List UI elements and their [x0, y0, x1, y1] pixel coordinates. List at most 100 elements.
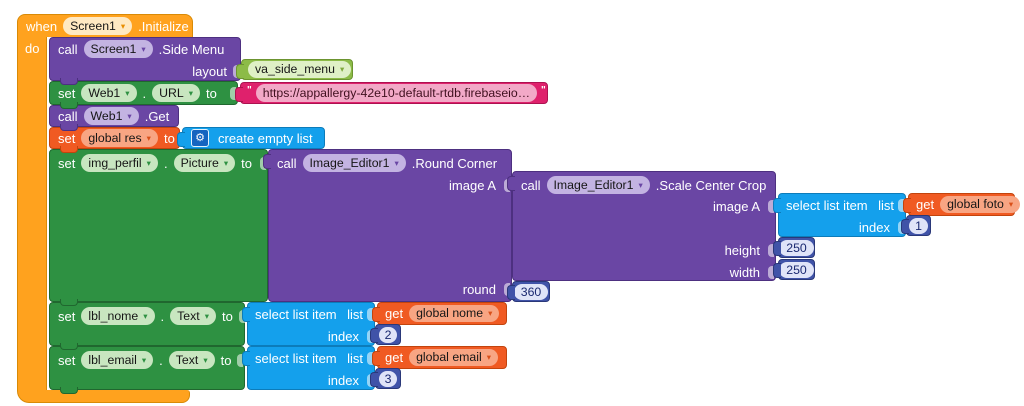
- to-keyword: to: [163, 130, 175, 146]
- global-email-dropdown[interactable]: global email ▾: [409, 348, 498, 367]
- picture-property-dropdown[interactable]: Picture ▾: [173, 154, 236, 172]
- url-text-block[interactable]: " https://appallergy-42e10-default-rtdb.…: [235, 82, 548, 104]
- dropdown-arrow-icon: ▾: [141, 43, 146, 54]
- block-plug: [370, 372, 378, 387]
- url-property-dropdown[interactable]: URL ▾: [152, 84, 201, 102]
- to-keyword: to: [220, 352, 232, 368]
- dropdown-arrow-icon: ▾: [141, 354, 147, 365]
- web1-dropdown[interactable]: Web1 ▾: [81, 84, 137, 102]
- select-list-item-nome-block[interactable]: select list item list index: [242, 302, 375, 346]
- number-360-block[interactable]: 360: [507, 281, 550, 302]
- set-web-url-block[interactable]: set Web1 ▾ . URL ▾ to: [49, 81, 238, 109]
- list-param-label: list: [878, 197, 894, 213]
- number-2-field[interactable]: 2: [378, 326, 398, 343]
- number-360-field[interactable]: 360: [513, 283, 549, 300]
- call-side-menu-block[interactable]: call Screen1 ▾ .Side Menu layout: [49, 37, 241, 85]
- select-list-item-foto-block[interactable]: select list item list index: [773, 193, 906, 237]
- global-foto-dropdown[interactable]: global foto ▾: [940, 195, 1021, 214]
- image-editor1-dropdown[interactable]: Image_Editor1 ▾: [302, 154, 406, 172]
- initialize-event-label: .Initialize: [138, 18, 189, 34]
- select-list-item-label: select list item: [786, 197, 868, 213]
- image-editor1-label: Image_Editor1: [309, 155, 390, 170]
- to-keyword: to: [222, 308, 233, 324]
- dropdown-arrow-icon: ▾: [486, 352, 491, 363]
- url-text-field[interactable]: https://appallergy-42e10-default-rtdb.fi…: [255, 84, 538, 102]
- create-empty-list-block[interactable]: ⚙ create empty list: [177, 127, 325, 149]
- call-keyword: call: [277, 155, 297, 171]
- number-250-height-field[interactable]: 250: [779, 239, 814, 256]
- block-plug: [903, 198, 911, 213]
- height-socket: [768, 244, 774, 257]
- dot-separator: .: [163, 155, 168, 171]
- get-global-foto-block[interactable]: get global foto ▾: [903, 193, 1021, 216]
- number-3-field[interactable]: 3: [378, 370, 398, 387]
- value-socket: [230, 86, 236, 100]
- value-socket: [237, 353, 244, 367]
- screen1-dropdown[interactable]: Screen1 ▾: [63, 17, 133, 35]
- mutator-gear-icon[interactable]: ⚙: [191, 129, 209, 147]
- global-foto-label: global foto: [947, 197, 1004, 212]
- lbl-nome-dropdown[interactable]: lbl_nome ▾: [81, 307, 155, 325]
- dot-separator: .: [160, 308, 165, 324]
- block-plug: [177, 132, 185, 147]
- text-property-dropdown[interactable]: Text ▾: [168, 351, 215, 369]
- when-block-spine[interactable]: do: [17, 37, 47, 390]
- call-scale-center-crop-block[interactable]: call Image_Editor1 ▾ .Scale Center Crop …: [507, 171, 776, 281]
- global-res-label: global res: [88, 130, 142, 145]
- dropdown-arrow-icon: ▾: [204, 310, 209, 321]
- number-3-block[interactable]: 3: [370, 368, 401, 389]
- global-res-dropdown[interactable]: global res ▾: [81, 129, 158, 147]
- block-notch: [60, 146, 78, 153]
- width-param-label: width: [729, 265, 760, 280]
- when-screen-initialize-block[interactable]: when Screen1 ▾ .Initialize: [17, 14, 193, 37]
- set-lbl-nome-text-block[interactable]: set lbl_nome ▾ . Text ▾ to: [49, 302, 245, 350]
- number-1-field[interactable]: 1: [909, 217, 928, 234]
- to-keyword: to: [241, 155, 252, 171]
- block-plug: [901, 219, 909, 234]
- width-socket: [768, 266, 774, 279]
- web1-get-dropdown[interactable]: Web1 ▾: [83, 107, 139, 125]
- image-editor1-label: Image_Editor1: [553, 177, 634, 192]
- dropdown-arrow-icon: ▾: [143, 310, 148, 321]
- side-menu-method-label: .Side Menu: [158, 41, 225, 57]
- block-notch: [60, 387, 78, 394]
- text-property-label: Text: [177, 308, 200, 323]
- va-side-menu-dropdown[interactable]: va_side_menu ▾: [248, 60, 352, 79]
- get-keyword: get: [385, 306, 404, 321]
- global-nome-dropdown[interactable]: global nome ▾: [409, 304, 500, 323]
- number-1-block[interactable]: 1: [901, 215, 931, 236]
- image-editor1-dropdown[interactable]: Image_Editor1 ▾: [546, 176, 650, 194]
- number-250-height-block[interactable]: 250: [773, 237, 815, 258]
- dropdown-arrow-icon: ▾: [188, 87, 194, 98]
- set-lbl-email-text-block[interactable]: set lbl_email ▾ . Text ▾ to: [49, 346, 245, 394]
- set-global-res-block[interactable]: set global res ▾ to: [49, 127, 187, 153]
- dropdown-arrow-icon: ▾: [394, 157, 399, 168]
- va-side-menu-block[interactable]: va_side_menu ▾: [236, 59, 353, 80]
- text-property-label: Text: [175, 352, 199, 367]
- get-global-email-block[interactable]: get global email ▾: [372, 346, 507, 369]
- call-round-corner-block[interactable]: call Image_Editor1 ▾ .Round Corner image…: [263, 149, 512, 302]
- get-global-nome-block[interactable]: get global nome ▾: [372, 302, 507, 325]
- block-plug: [507, 176, 515, 191]
- side-menu-component-dropdown[interactable]: Screen1 ▾: [83, 40, 153, 58]
- block-plug: [372, 351, 380, 366]
- set-img-perfil-picture-block[interactable]: set img_perfil ▾ . Picture ▾ to: [49, 149, 268, 306]
- va-side-menu-label: va_side_menu: [255, 62, 335, 77]
- text-property-dropdown[interactable]: Text ▾: [170, 307, 216, 325]
- when-block-footer[interactable]: [17, 390, 190, 403]
- block-plug: [242, 307, 250, 322]
- lbl-email-dropdown[interactable]: lbl_email ▾: [81, 351, 154, 369]
- list-param-label: list: [347, 350, 363, 366]
- number-250-width-field[interactable]: 250: [779, 261, 814, 278]
- round-corner-method-label: .Round Corner: [411, 155, 498, 171]
- number-250-width-block[interactable]: 250: [773, 259, 815, 280]
- select-list-item-email-block[interactable]: select list item list index: [242, 346, 375, 390]
- block-plug: [236, 64, 244, 79]
- block-plug: [773, 263, 781, 278]
- number-2-block[interactable]: 2: [370, 324, 401, 345]
- dropdown-arrow-icon: ▾: [339, 64, 345, 75]
- img-perfil-dropdown[interactable]: img_perfil ▾: [81, 154, 158, 172]
- select-list-item-label: select list item: [255, 306, 337, 322]
- call-web-get-block[interactable]: call Web1 ▾ .Get: [49, 105, 179, 131]
